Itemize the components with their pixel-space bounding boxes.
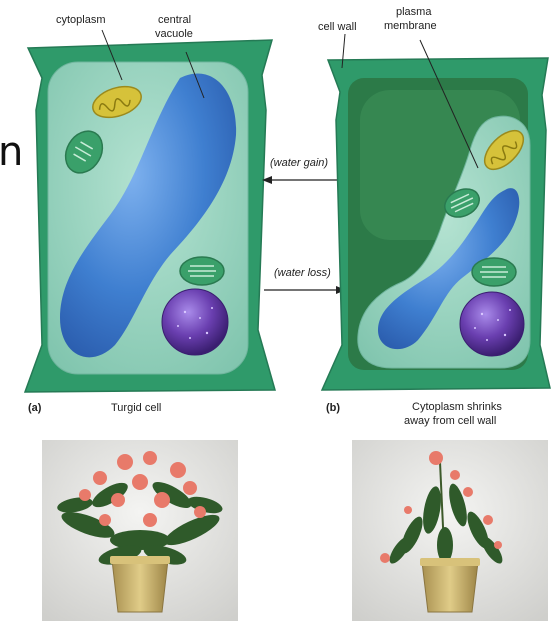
label-vacuole: vacuole xyxy=(155,28,193,40)
label-cell-wall: cell wall xyxy=(318,21,357,33)
panel-b-caption-line2: away from cell wall xyxy=(404,415,496,427)
chloroplast-b-2 xyxy=(472,258,516,286)
label-membrane: membrane xyxy=(384,20,437,32)
label-plasma: plasma xyxy=(396,6,432,18)
stray-letter: n xyxy=(0,129,23,175)
pot-b xyxy=(422,562,478,612)
water-loss-label: (water loss) xyxy=(274,267,331,279)
panel-a-caption: Turgid cell xyxy=(111,402,161,414)
panel-a-letter: (a) xyxy=(28,402,42,414)
panel-b-letter: (b) xyxy=(326,402,340,414)
chloroplast-a-2 xyxy=(180,257,224,285)
photo-turgid-plant xyxy=(42,440,238,621)
plasmolyzed-cell: cell wall plasma membrane (b) Cytoplasm … xyxy=(318,6,550,427)
panel-b-caption-line1: Cytoplasm shrinks xyxy=(412,401,502,413)
label-central: central xyxy=(158,14,191,26)
nucleus-b xyxy=(460,292,524,356)
turgid-cell: cytoplasm central vacuole (a) Turgid cel… xyxy=(25,14,275,414)
photo-wilted-plant xyxy=(352,440,548,621)
label-cytoplasm: cytoplasm xyxy=(56,14,106,26)
pot-rim-a xyxy=(110,556,170,564)
pot-a xyxy=(112,560,168,612)
water-gain-label: (water gain) xyxy=(270,157,328,169)
nucleus-a xyxy=(162,289,228,355)
pot-rim-b xyxy=(420,558,480,566)
